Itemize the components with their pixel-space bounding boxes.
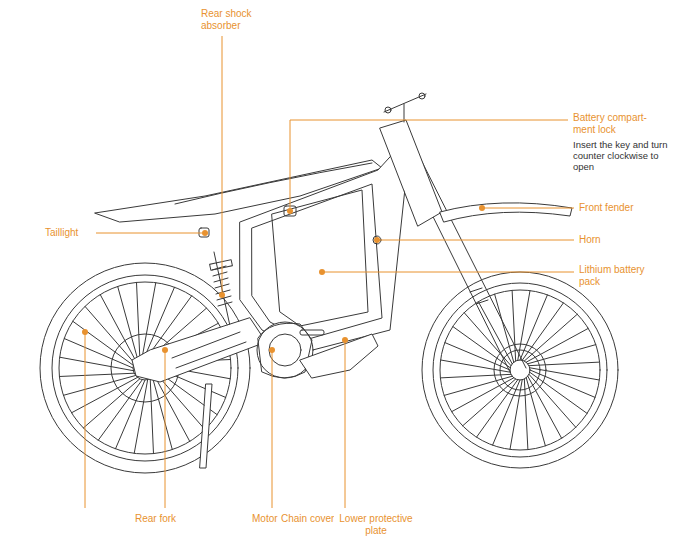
- part-label: Horn: [578, 234, 638, 246]
- wheel-spoke: [64, 339, 133, 368]
- wheel-spoke: [72, 377, 138, 412]
- leader-lines-part: [322, 272, 574, 273]
- leader-lines-part: [290, 120, 568, 208]
- bike-frame-part: [300, 334, 378, 378]
- leader-lines-part: [96, 233, 202, 234]
- leader-lines-part: [272, 350, 273, 508]
- bike-frame-part: [240, 146, 408, 352]
- bike-frame-part: [300, 330, 324, 335]
- wheel-spoke: [137, 282, 140, 357]
- bike-frame-part: [172, 332, 246, 368]
- front-wheel-part: [433, 283, 607, 457]
- leader-lines-part: [165, 350, 166, 508]
- leader-lines: [85, 36, 574, 508]
- wheel-spoke: [100, 295, 135, 361]
- bike-frame-part: [380, 120, 442, 226]
- leader-dots-part: [374, 237, 380, 243]
- wheel-spoke: [118, 286, 138, 358]
- part-label: Rear fork: [134, 513, 194, 525]
- bike-frame-part: [500, 350, 540, 390]
- part-label: Front fender: [578, 202, 668, 214]
- bike-frame: [95, 93, 572, 468]
- wheel-spoke: [152, 377, 172, 449]
- bike-frame-part: [269, 334, 301, 366]
- part-label: Motor: [251, 513, 281, 525]
- wheel-spoke: [150, 379, 153, 454]
- bike-frame-part: [373, 236, 381, 244]
- bike-frame-part: [470, 288, 488, 304]
- leader-lines-part: [85, 332, 86, 508]
- bike-frame-part: [419, 93, 425, 99]
- bike-frame-part: [385, 107, 391, 113]
- part-label: Taillight: [44, 227, 96, 239]
- leader-lines-part: [222, 36, 223, 292]
- front-wheel-part: [510, 360, 530, 380]
- wheel-spoke: [142, 283, 155, 357]
- leader-dots-part: [287, 208, 293, 214]
- part-label: Lithium battery pack: [578, 264, 666, 287]
- wheel-spoke: [154, 375, 189, 441]
- wheel-spoke: [85, 306, 134, 362]
- leader-dots-part: [342, 337, 348, 343]
- wheel-spoke: [73, 321, 133, 365]
- part-label: Battery compart- ment lock: [572, 112, 656, 135]
- bike-frame-part: [252, 184, 382, 340]
- leader-lines-part: [377, 240, 574, 241]
- bike-frame-part: [384, 94, 426, 122]
- leader-dots-part: [269, 347, 275, 353]
- leader-dots-part: [162, 347, 168, 353]
- wheel-spoke: [60, 357, 134, 370]
- wheel-spoke: [98, 380, 142, 440]
- wheel-spoke: [59, 373, 134, 376]
- part-label: Chain cover: [280, 513, 338, 525]
- part-label: Rear shock absorber: [200, 8, 266, 31]
- front-wheel: [422, 272, 618, 468]
- wheel-spoke: [63, 375, 135, 395]
- front-wheel-part: [440, 290, 600, 450]
- bike-frame-part: [258, 323, 312, 378]
- wheel-spoke: [134, 380, 147, 454]
- front-spokes: [440, 290, 599, 449]
- wheel-spoke: [116, 380, 145, 449]
- bike-frame-part: [132, 318, 266, 382]
- leader-dots-part: [82, 329, 88, 335]
- leader-dots-part: [319, 269, 325, 275]
- bike-frame-part: [210, 260, 233, 270]
- leader-lines-part: [345, 340, 346, 508]
- leader-dots-part: [479, 205, 485, 211]
- part-label: Lower protective plate: [334, 513, 418, 536]
- front-wheel-part: [494, 344, 546, 396]
- wheel-spoke: [156, 373, 205, 429]
- leader-dots-part: [219, 292, 225, 298]
- bike-frame-part: [440, 203, 572, 222]
- bike-frame-part: [272, 190, 368, 326]
- front-wheel-part: [422, 272, 618, 468]
- wheel-spoke: [83, 379, 139, 428]
- leader-dots: [82, 205, 485, 353]
- leader-dots-part: [202, 230, 208, 236]
- part-label: Insert the key and turn counter clockwis…: [572, 140, 672, 173]
- bike-frame-part: [200, 384, 212, 468]
- leader-lines-part: [482, 208, 574, 209]
